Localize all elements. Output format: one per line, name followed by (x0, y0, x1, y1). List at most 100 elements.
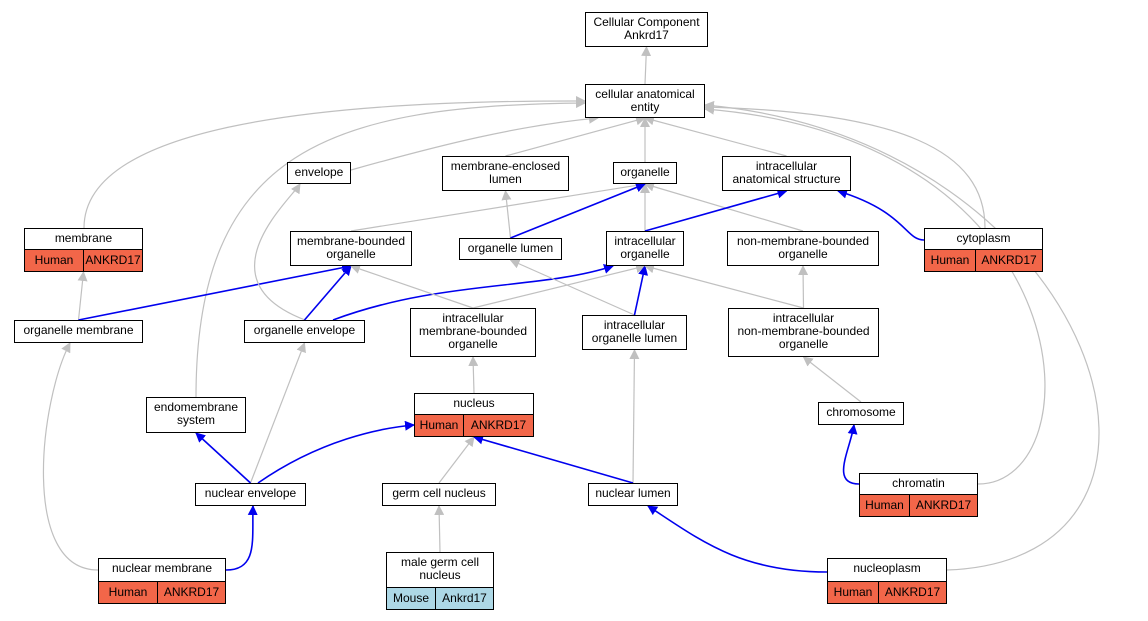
node-nmbo[interactable]: non-membrane-bounded organelle (727, 231, 879, 266)
edge-nucleoplasm-to-cae (704, 100, 1100, 571)
edge-imbo-to-mbo (350, 264, 474, 309)
node-label: nuclear envelope (204, 486, 297, 500)
node-label: endomembrane system (153, 400, 239, 427)
edge-imbo-to-io (472, 263, 646, 309)
node-orgenv[interactable]: organelle envelope (244, 320, 365, 343)
species-cell: Human (833, 585, 873, 599)
annotation-row: Human ANKRD17 (925, 249, 1042, 271)
node-endo[interactable]: endomembrane system (146, 397, 246, 433)
node-orgmem[interactable]: organelle membrane (14, 320, 143, 343)
node-label: membrane (54, 231, 113, 245)
node-ias[interactable]: intracellular anatomical structure (722, 156, 851, 191)
node-label: germ cell nucleus (392, 486, 486, 500)
gene-cell: ANKRD17 (975, 250, 1042, 271)
node-label: intracellular anatomical structure (732, 159, 841, 186)
edge-mgcn-to-gcn (434, 505, 445, 553)
edge-nucenv-to-nucleus (257, 420, 415, 484)
edge-envelope-to-cae (350, 113, 599, 171)
node-orglumen[interactable]: organelle lumen (459, 238, 562, 260)
annotation-row: Human ANKRD17 (828, 581, 946, 603)
node-label: intracellular organelle lumen (591, 318, 678, 345)
gene-cell: Ankrd17 (435, 588, 493, 609)
node-imbo[interactable]: intracellular membrane-bounded organelle (410, 308, 536, 357)
annotation-row: Human ANKRD17 (99, 581, 225, 603)
node-mel[interactable]: membrane-enclosed lumen (442, 156, 569, 191)
edge-orgmem-to-mbo (78, 262, 352, 321)
node-label: envelope (294, 165, 344, 179)
gene-cell: ANKRD17 (157, 582, 225, 603)
node-io[interactable]: intracellular organelle (606, 231, 684, 266)
edge-gcn-to-nucleus (438, 436, 475, 484)
node-inmbo[interactable]: intracellular non-membrane-bounded organ… (728, 308, 879, 357)
node-label: chromatin (892, 476, 945, 490)
node-iol[interactable]: intracellular organelle lumen (582, 315, 687, 350)
gene-cell: ANKRD17 (878, 582, 946, 603)
node-label: chromosome (826, 405, 896, 419)
node-nucenv[interactable]: nuclear envelope (195, 483, 306, 506)
node-gcn[interactable]: germ cell nucleus (382, 483, 496, 506)
edge-orgenv-to-io (332, 264, 614, 321)
edge-mbo-to-organelle (350, 180, 646, 232)
edge-cytoplasm-to-cae (704, 102, 986, 229)
edge-nuclumen-to-iol (629, 349, 640, 484)
node-label: nucleoplasm (853, 561, 921, 575)
annotation-row: Human ANKRD17 (415, 414, 533, 436)
edge-orgmem-to-membrane (77, 271, 88, 321)
node-organelle[interactable]: organelle (613, 162, 677, 184)
species-cell: Human (108, 585, 148, 599)
node-root[interactable]: Cellular Component Ankrd17 (585, 12, 708, 47)
node-label: nucleus (453, 396, 495, 410)
gene-cell: ANKRD17 (463, 415, 533, 436)
node-label: intracellular non-membrane-bounded organ… (737, 311, 870, 351)
edge-orglumen-to-mel (501, 190, 512, 239)
edge-ias-to-cae (644, 115, 787, 157)
edge-io-to-ias (644, 188, 788, 232)
node-label: organelle lumen (467, 241, 554, 255)
species-cell: Human (930, 253, 970, 267)
node-label: organelle membrane (23, 323, 134, 337)
edge-orgenv-to-envelope (254, 183, 306, 321)
edge-chromatin-to-chromosome (842, 424, 860, 485)
edge-nucmem-to-orgmem (42, 342, 99, 571)
edge-nucleoplasm-to-nuclumen (647, 505, 828, 573)
edge-orgenv-to-mbo (303, 265, 352, 321)
node-label: non-membrane-bounded organelle (736, 234, 870, 261)
node-chromosome[interactable]: chromosome (818, 402, 904, 425)
node-mbo[interactable]: membrane-bounded organelle (290, 231, 412, 266)
edge-endo-to-cae (195, 98, 586, 398)
edge-cae-to-root (641, 46, 652, 85)
node-label: male germ cell nucleus (400, 555, 480, 582)
edge-nmbo-to-organelle (644, 181, 804, 232)
edge-nucenv-to-orgenv (249, 342, 306, 484)
node-cae[interactable]: cellular anatomical entity (585, 84, 705, 118)
edge-orglumen-to-organelle (510, 182, 646, 239)
annotation-row: Human ANKRD17 (25, 249, 142, 271)
edge-chromatin-to-cae (704, 104, 1046, 485)
node-nuclumen[interactable]: nuclear lumen (588, 483, 678, 506)
species-cell: Mouse (392, 591, 430, 605)
annotation-row: Mouse Ankrd17 (387, 587, 493, 609)
node-label: membrane-enclosed lumen (450, 159, 561, 186)
node-label: organelle (620, 165, 670, 179)
node-envelope[interactable]: envelope (287, 162, 351, 184)
edge-nuclumen-to-nucleus (473, 434, 634, 484)
edge-nucleus-to-imbo (468, 356, 479, 394)
species-cell: Human (419, 418, 459, 432)
edge-inmbo-to-nmbo (798, 265, 809, 309)
node-label: organelle envelope (253, 323, 356, 337)
edge-membrane-to-cae (83, 95, 586, 229)
gene-cell: ANKRD17 (83, 250, 142, 271)
node-label: nuclear lumen (595, 486, 671, 500)
edge-iol-to-orglumen (509, 259, 635, 316)
species-cell: Human (34, 253, 74, 267)
node-label: cellular anatomical entity (595, 87, 695, 114)
edge-chromosome-to-inmbo (802, 356, 862, 403)
